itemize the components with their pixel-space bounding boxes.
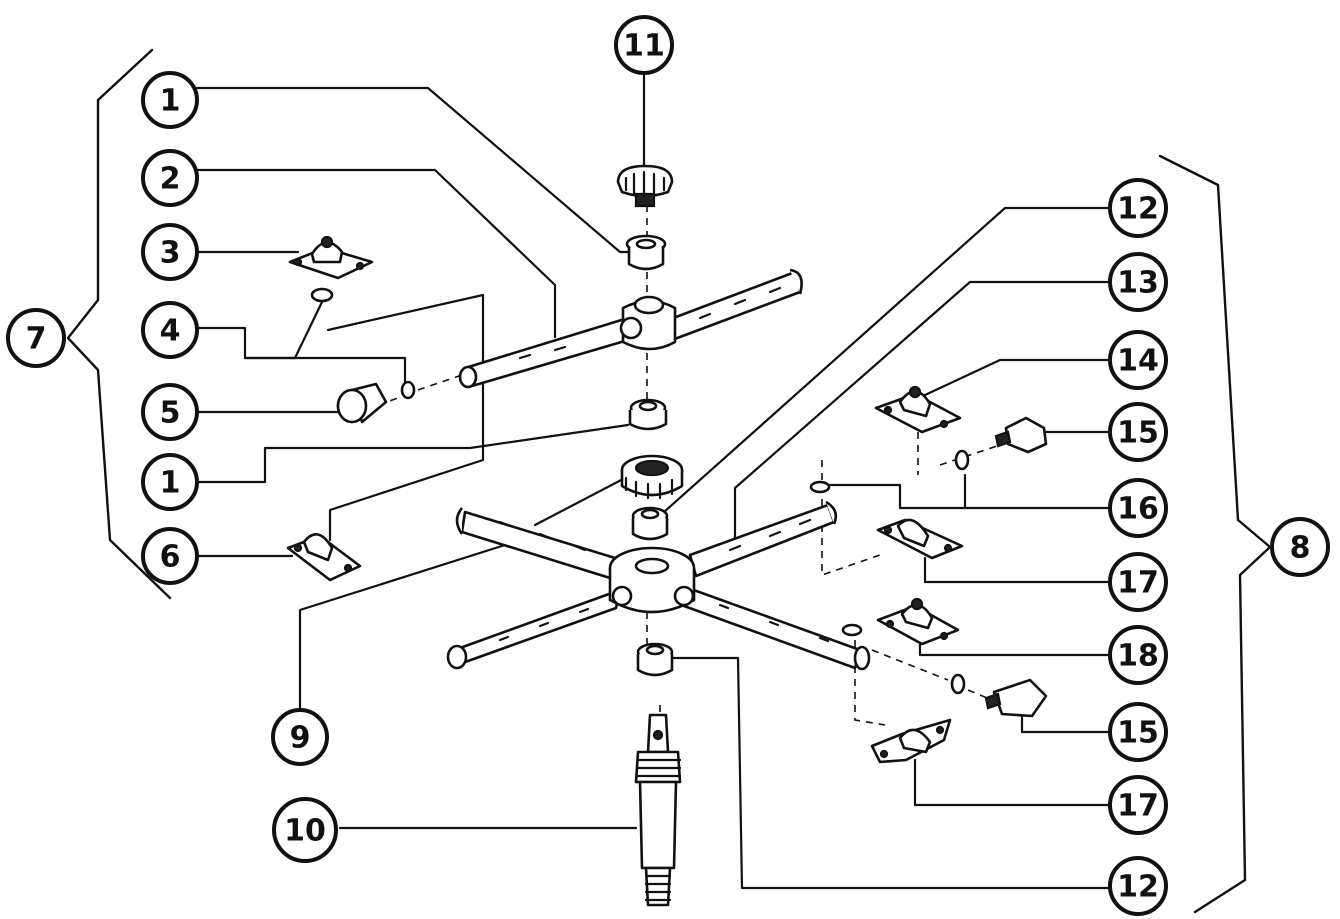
svg-text:9: 9 [290,721,311,756]
o-ring-left-top [310,287,334,303]
end-cap-part [336,382,388,424]
toothed-ring-part [620,454,684,500]
nozzle-bottom-part [984,678,1048,718]
callout-10: 10 [272,797,338,863]
callout-1-top: 1 [141,71,199,129]
svg-text:15: 15 [1117,416,1159,451]
callout-11: 11 [614,15,674,75]
o-ring-right-end [950,673,966,695]
clamp-17-top-part [876,518,964,560]
o-ring-right-top [954,449,970,471]
o-ring-right-mid [809,480,831,494]
callout-9: 9 [271,708,329,766]
callout-1-bottom: 1 [141,453,199,511]
o-ring-left-end [400,380,416,400]
callout-15-bottom: 15 [1108,702,1168,762]
callout-16: 16 [1108,478,1168,538]
callout-3: 3 [141,223,199,281]
callout-2: 2 [141,149,199,207]
callout-12-top: 12 [1108,178,1168,238]
svg-text:12: 12 [1117,192,1159,227]
callout-17-bottom: 17 [1108,775,1168,835]
callout-7: 7 [6,308,66,368]
callout-14: 14 [1108,330,1168,390]
svg-text:17: 17 [1117,789,1159,824]
svg-text:17: 17 [1117,566,1159,601]
shaft-part [634,713,682,907]
nozzle-top-part [994,416,1048,454]
knob-part [616,164,674,208]
clamp-6-part [286,533,362,582]
top-bushing-part [625,234,667,271]
lower-spray-arm-part [446,500,871,671]
svg-text:5: 5 [160,396,181,431]
svg-text:15: 15 [1117,716,1159,751]
svg-text:16: 16 [1117,492,1159,527]
svg-text:10: 10 [284,814,326,849]
group-brace-7 [66,48,172,600]
svg-text:8: 8 [1290,531,1311,566]
upper-spray-arm-part [458,268,803,389]
svg-text:4: 4 [160,314,181,349]
callout-4: 4 [141,301,199,359]
group-brace-8 [1158,154,1272,914]
callout-13: 13 [1108,252,1168,312]
svg-text:12: 12 [1117,870,1159,905]
svg-text:1: 1 [160,466,181,501]
callout-8: 8 [1270,517,1330,577]
clamp-17-bottom-part [870,718,952,764]
callout-17-top: 17 [1108,552,1168,612]
callout-5: 5 [141,383,199,441]
callout-12-bottom: 12 [1108,856,1168,916]
svg-text:13: 13 [1117,266,1159,301]
svg-text:6: 6 [160,540,181,575]
clamp-14-part [874,385,962,434]
middle-bushing-part [628,398,668,431]
svg-text:14: 14 [1117,344,1159,379]
o-ring-right-low [841,623,863,637]
callout-18: 18 [1108,625,1168,685]
svg-text:7: 7 [26,322,47,357]
lower-bushing-part [636,642,674,677]
callout-6: 6 [141,527,199,585]
clamp-18-part [876,597,960,646]
svg-text:11: 11 [623,29,665,64]
clamp-3-part [288,235,374,280]
svg-text:1: 1 [160,84,181,119]
svg-text:3: 3 [160,236,181,271]
svg-text:18: 18 [1117,639,1159,674]
svg-text:2: 2 [160,162,181,197]
hub-bushing-part [631,506,669,541]
callout-15-top: 15 [1108,402,1168,462]
